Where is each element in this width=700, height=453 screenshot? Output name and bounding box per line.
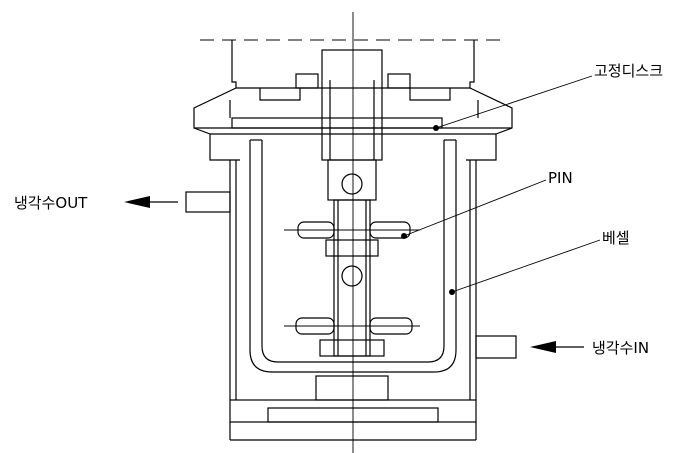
coolant-in-label: 냉각수IN [592, 339, 649, 357]
pin-label: PIN [548, 169, 573, 187]
vessel-label: 베셀 [602, 229, 630, 247]
fixed-disc-label: 고정디스크 [594, 62, 663, 80]
inner-vessel [249, 139, 457, 373]
coolant-out-label: 냉각수OUT [14, 194, 88, 212]
pins [284, 221, 420, 335]
upper-housing [193, 40, 513, 161]
leader-lines [401, 75, 601, 295]
shaft [315, 49, 389, 401]
coolant-in-arrow [530, 341, 584, 353]
coolant-out-arrow [124, 196, 178, 208]
coolant-out-nozzle [185, 191, 231, 213]
coolant-in-nozzle [475, 335, 517, 359]
